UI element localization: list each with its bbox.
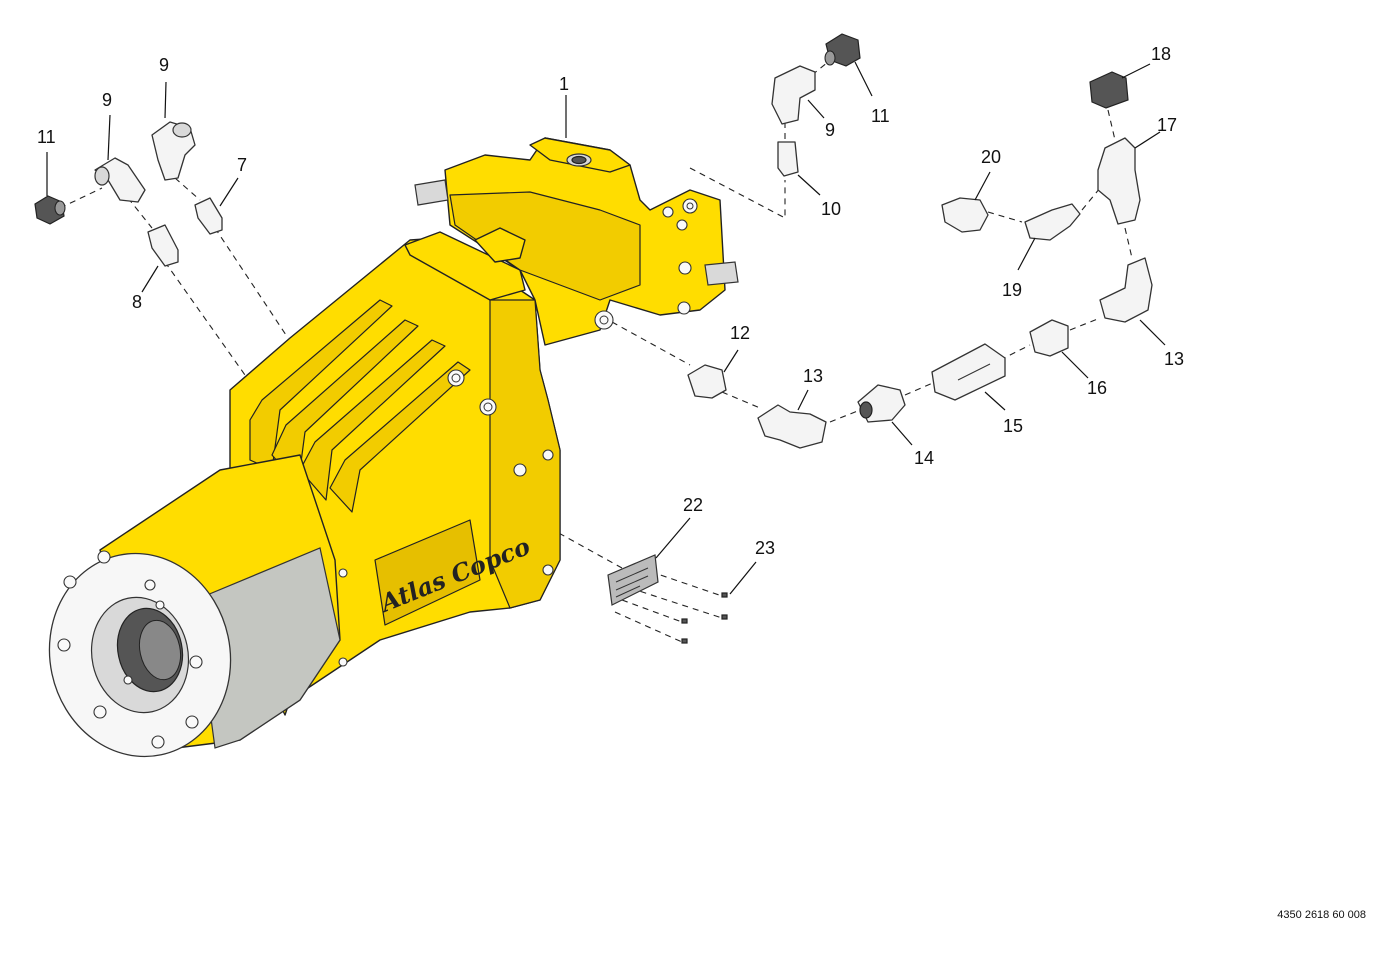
fitting-18-cap [1089, 71, 1129, 109]
callout-13-right: 13 [1164, 349, 1184, 369]
motor-cylinder [48, 454, 341, 758]
callout-22: 22 [683, 495, 703, 515]
callout-11-left: 11 [37, 127, 56, 147]
callout-23: 23 [755, 538, 775, 558]
screws-23 [681, 592, 728, 644]
callout-17: 17 [1157, 115, 1177, 135]
callout-18: 18 [1151, 44, 1171, 64]
callout-9-left-upper: 9 [159, 55, 169, 75]
fitting-11-left [34, 195, 66, 225]
callout-16: 16 [1087, 378, 1107, 398]
callout-14: 14 [914, 448, 934, 468]
callout-7: 7 [237, 155, 247, 175]
callout-8: 8 [132, 292, 142, 312]
callout-13-lower: 13 [803, 366, 823, 386]
callout-1: 1 [559, 74, 569, 94]
fitting-9-left-lower [94, 157, 146, 203]
callout-9-left-lower: 9 [102, 90, 112, 110]
document-number: 4350 2618 60 008 [1277, 909, 1366, 921]
fitting-14 [857, 384, 906, 423]
callout-10: 10 [821, 199, 841, 219]
fitting-13-lower [757, 404, 827, 449]
sign-plate-22 [607, 554, 659, 606]
fitting-15-check-valve [931, 343, 1006, 401]
fitting-9-left-upper [151, 121, 196, 181]
valve-block [414, 137, 739, 346]
main-housing: Atlas Copco [229, 231, 561, 716]
fitting-17-tee [1097, 137, 1141, 225]
fitting-13-right [1099, 257, 1153, 323]
leader-lines [46, 61, 1166, 595]
fitting-19 [1024, 203, 1081, 241]
fitting-11-top [824, 33, 861, 67]
fitting-12 [687, 364, 727, 399]
callout-11-top: 11 [871, 106, 890, 126]
callout-9-top: 9 [825, 120, 835, 140]
callout-12: 12 [730, 323, 750, 343]
fitting-16 [1029, 319, 1069, 357]
callout-15: 15 [1003, 416, 1023, 436]
callout-20: 20 [981, 147, 1001, 167]
fitting-10 [777, 141, 799, 177]
fitting-8 [147, 224, 179, 267]
callouts: 1 7 8 9 9 9 10 11 11 12 13 13 14 15 16 1… [37, 44, 1184, 558]
fitting-7 [194, 197, 223, 235]
callout-19: 19 [1002, 280, 1022, 300]
fitting-9-top [771, 65, 816, 125]
fitting-20 [941, 197, 989, 233]
